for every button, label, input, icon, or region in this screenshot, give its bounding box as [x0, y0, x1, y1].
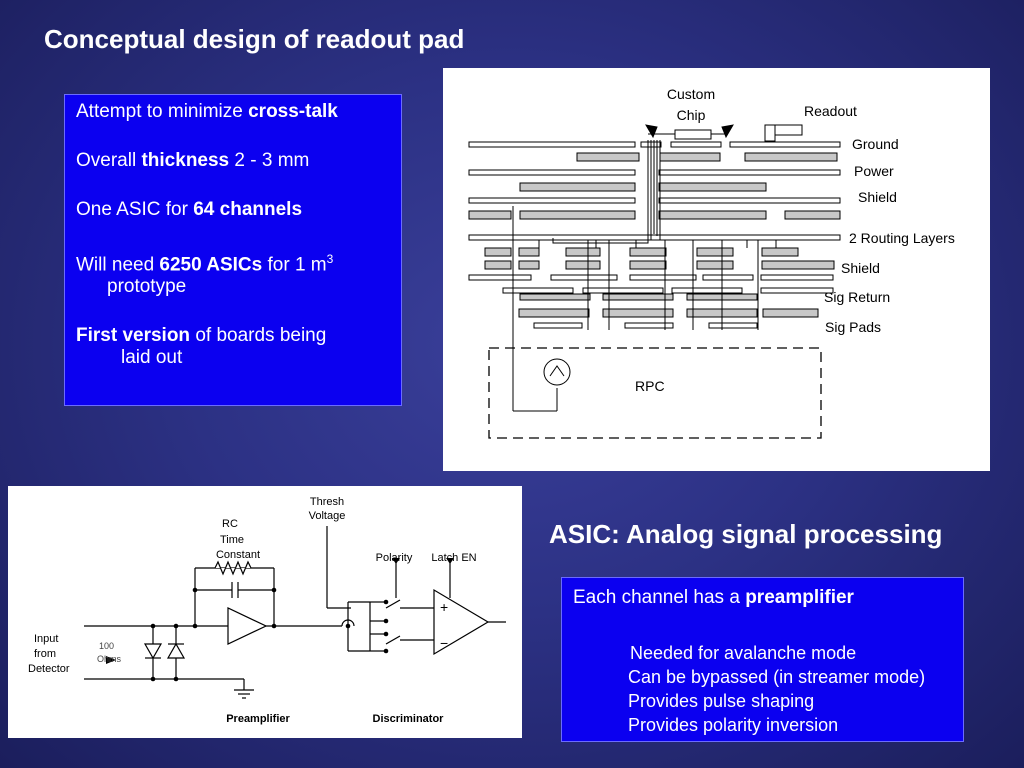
feature-continuation: laid out	[121, 347, 183, 369]
minus-sign: −	[440, 635, 448, 651]
custom-chip-label: Chip	[677, 107, 706, 123]
ground-label: Ground	[852, 136, 899, 152]
feature-text: Attempt to minimize	[76, 101, 249, 122]
feature-asic-count: Will need 6250 ASICs for 1 m3 prototype	[76, 248, 390, 298]
feature-bold: thickness	[141, 150, 230, 171]
preamp-text: Each channel has a	[573, 587, 746, 608]
feature-thickness: Overall thickness 2 - 3 mm	[76, 150, 390, 172]
feature-text: of boards being	[190, 325, 327, 347]
thresh-voltage-label: Voltage	[309, 510, 346, 522]
preamplifier-box: Each channel has a preamplifier Needed f…	[561, 577, 964, 742]
feature-crosstalk: Attempt to minimize cross-talk	[76, 101, 390, 123]
feature-text: for 1 m	[262, 254, 327, 276]
input-from-detector-label: Input	[34, 633, 58, 645]
plus-sign: +	[440, 599, 448, 615]
asic-circuit-svg: Thresh Voltage RC Time Constant Polarity…	[28, 496, 506, 725]
shield-label: Shield	[841, 260, 880, 276]
rc-time-constant-label: Time	[220, 534, 244, 546]
polarity-label: Polarity	[376, 552, 413, 564]
slide-title: Conceptual design of readout pad	[44, 24, 465, 54]
readout-label: Readout	[804, 103, 857, 119]
thresh-voltage-label: Thresh	[310, 496, 344, 508]
preamp-list-item: Needed for avalanche mode	[630, 643, 857, 663]
routing-layers-label: 2 Routing Layers	[849, 230, 955, 246]
feature-bold: First version	[76, 325, 191, 347]
feature-bold: cross-talk	[248, 101, 338, 122]
feature-bold: 64 channels	[193, 199, 303, 220]
preamp-list-item: Provides pulse shaping	[628, 691, 815, 711]
design-features-box: Attempt to minimize cross-talk Overall t…	[64, 94, 402, 406]
custom-chip-label: Custom	[667, 86, 715, 102]
asic-circuit-diagram: Thresh Voltage RC Time Constant Polarity…	[8, 486, 522, 738]
feature-bold: 6250 ASICs	[159, 254, 263, 276]
preamp-lead: Each channel has a preamplifier	[573, 586, 952, 610]
preamp-list-item: Can be bypassed (in streamer mode)	[628, 667, 926, 687]
discriminator-label: Discriminator	[373, 713, 445, 725]
rpc-label: RPC	[635, 378, 665, 394]
readout-pad-svg: Custom Chip Readout Ground Power Shield …	[468, 86, 955, 439]
feature-text: One ASIC for	[76, 199, 194, 220]
ohms-label: 100	[99, 641, 114, 651]
readout-pad-diagram: Custom Chip Readout Ground Power Shield …	[443, 68, 990, 471]
preamp-list: Needed for avalanche mode Can be bypasse…	[573, 641, 952, 737]
shield-label: Shield	[858, 189, 897, 205]
input-from-detector-label: Detector	[28, 663, 70, 675]
preamplifier-label: Preamplifier	[226, 713, 290, 725]
feature-text: Overall	[76, 150, 142, 171]
feature-channels: One ASIC for 64 channels	[76, 199, 390, 221]
ohms-label: Ohms	[97, 654, 122, 664]
input-from-detector-label: from	[34, 648, 56, 660]
latch-en-label: Latch EN	[431, 552, 476, 564]
feature-first-version: First version of boards being laid out	[76, 325, 390, 369]
power-label: Power	[854, 163, 894, 179]
sig-return-label: Sig Return	[824, 289, 890, 305]
feature-text: 2 - 3 mm	[229, 150, 310, 171]
feature-superscript: 3	[326, 252, 334, 266]
preamp-bold: preamplifier	[745, 587, 854, 608]
feature-text: Will need	[76, 254, 160, 276]
asic-section-title: ASIC: Analog signal processing	[549, 519, 943, 549]
preamp-list-item: Provides polarity inversion	[628, 715, 839, 735]
sig-pads-label: Sig Pads	[825, 319, 881, 335]
feature-continuation: prototype	[107, 276, 187, 298]
rc-time-constant-label: Constant	[216, 549, 260, 561]
rc-time-constant-label: RC	[222, 518, 238, 530]
